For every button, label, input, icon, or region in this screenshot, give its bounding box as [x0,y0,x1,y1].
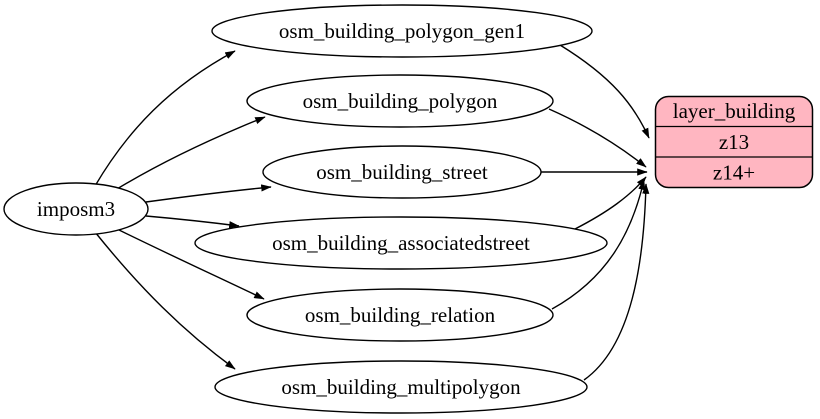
associatedstreet-label: osm_building_associatedstreet [272,231,530,255]
polygon-gen1-label: osm_building_polygon_gen1 [279,19,525,43]
edge-imposm3-to-associatedstreet [145,215,240,229]
edge-polygon-gen1-to-z13 [559,44,650,139]
node-imposm3: imposm3 [3,182,149,236]
associatedstreet-ellipse [194,216,608,270]
edge-relation-to-z14 [551,179,646,310]
edge-imposm3-to-polygon [116,116,266,190]
node-osm-building-polygon-gen1: osm_building_polygon_gen1 [211,4,593,58]
edge-multipolygon-to-z14 [583,183,650,381]
multipolygon-ellipse [214,360,588,414]
relation-ellipse [246,288,554,342]
polygon-label: osm_building_polygon [303,89,498,113]
polygon-gen1-ellipse [211,4,593,58]
node-osm-building-street: osm_building_street [262,145,542,199]
node-osm-building-associatedstreet: osm_building_associatedstreet [194,216,608,270]
imposm3-label: imposm3 [37,197,115,221]
edge-imposm3-to-street [145,184,272,203]
edge-associatedstreet-to-z14 [574,176,647,230]
edge-imposm3-to-multipolygon [94,231,236,370]
relation-label: osm_building_relation [305,303,496,327]
layer-building-title: layer_building [673,99,796,123]
layer-building-row-z13: z13 [719,130,749,154]
edge-imposm3-to-relation [116,228,265,300]
multipolygon-label: osm_building_multipolygon [281,375,521,399]
layer-building-row-z14: z14+ [713,161,755,185]
node-osm-building-polygon: osm_building_polygon [246,74,554,128]
polygon-ellipse [246,74,554,128]
node-osm-building-multipolygon: osm_building_multipolygon [214,360,588,414]
edge-polygon-to-z14 [548,108,647,168]
layer-building-box [654,95,814,189]
street-label: osm_building_street [316,160,488,184]
imposm3-ellipse [3,182,149,236]
street-ellipse [262,145,542,199]
node-layer-building: layer_building z13 z14+ [654,95,814,189]
edge-imposm3-to-polygon-gen1 [94,50,236,187]
node-osm-building-relation: osm_building_relation [246,288,554,342]
